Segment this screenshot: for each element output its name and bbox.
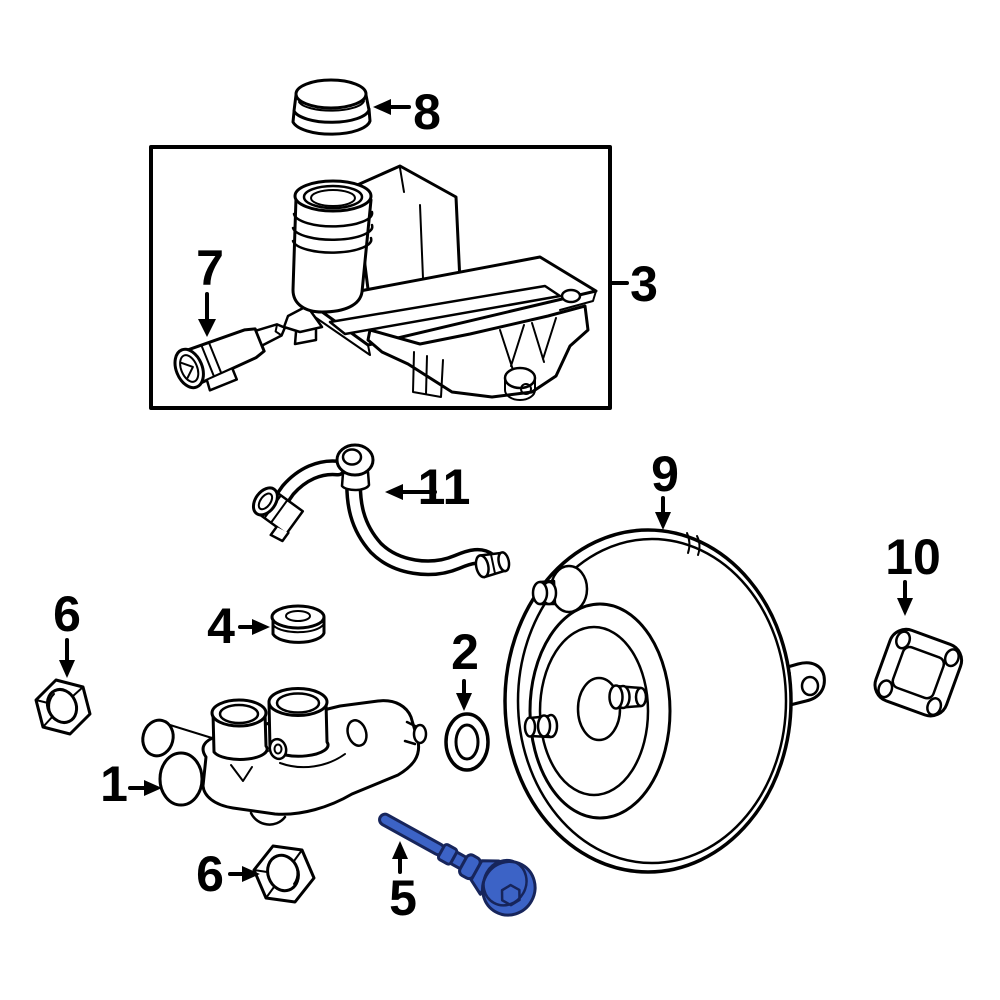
callout-7: 7 <box>196 240 224 337</box>
callout-6-lower-arrowhead <box>242 866 260 882</box>
callout-5: 5 <box>389 841 417 926</box>
callout-7-arrowhead <box>198 319 216 337</box>
callout-8: 8 <box>373 84 441 140</box>
hose-check-valve-fitting <box>474 551 511 579</box>
callout-3: 3 <box>608 256 658 312</box>
part-10-gasket-drawing <box>873 627 964 718</box>
callout-2: 2 <box>451 624 479 711</box>
callout-4-arrowhead <box>252 619 270 635</box>
part-6-nut-upper-drawing <box>34 678 92 736</box>
callout-6-upper: 6 <box>53 586 81 678</box>
bolt-shaft <box>378 812 446 857</box>
part-5-bolt-drawing-highlighted <box>378 812 537 917</box>
part-1-master-cylinder-drawing <box>141 687 428 826</box>
part-2-oring-drawing <box>444 712 490 772</box>
part-8-cap-drawing <box>291 78 372 136</box>
callout-6-lower-label: 6 <box>196 846 224 902</box>
callout-10-label: 10 <box>885 529 941 585</box>
part-9-booster-drawing <box>503 528 826 874</box>
booster-stud-middle <box>608 684 648 710</box>
callout-6-upper-label: 6 <box>53 586 81 642</box>
reservoir-filler-neck <box>291 196 373 314</box>
callout-1-label: 1 <box>100 756 128 812</box>
callout-11-arrowhead <box>385 484 403 500</box>
callout-9-arrowhead <box>655 512 671 530</box>
callout-9-label: 9 <box>651 446 679 502</box>
callout-11-label: 11 <box>418 459 471 515</box>
callout-4-label: 4 <box>207 598 235 654</box>
callout-8-label: 8 <box>413 84 441 140</box>
part-4-grommet-drawing <box>270 604 326 644</box>
callout-11: 11 <box>385 459 470 515</box>
part-3-reservoir-drawing <box>282 164 598 401</box>
callout-6-upper-arrowhead <box>59 660 75 678</box>
callout-10: 10 <box>885 529 941 616</box>
callout-1-arrowhead <box>144 780 162 796</box>
bolt-hex-socket <box>500 883 521 907</box>
master-cylinder-rear-stub <box>141 718 175 758</box>
callout-2-arrowhead <box>456 693 472 711</box>
part-6-nut-lower-drawing <box>252 844 316 904</box>
master-cylinder-port-left <box>210 698 269 761</box>
callout-5-arrowhead <box>392 841 408 859</box>
callout-3-label: 3 <box>630 256 658 312</box>
callout-1: 1 <box>100 756 162 812</box>
callout-8-arrowhead <box>373 99 391 115</box>
part-11-hose-drawing <box>251 443 511 579</box>
callout-9: 9 <box>651 446 679 530</box>
callout-6-lower: 6 <box>196 846 260 902</box>
master-cylinder-snout <box>158 751 204 807</box>
callout-4: 4 <box>207 598 270 654</box>
booster-stud-bottom <box>523 713 559 739</box>
callout-10-arrowhead <box>897 598 913 616</box>
callout-7-label: 7 <box>196 240 224 296</box>
callout-5-label: 5 <box>389 870 417 926</box>
callout-2-label: 2 <box>451 624 479 680</box>
booster-stud-top <box>531 564 589 614</box>
part-7-level-sensor-drawing <box>173 323 287 392</box>
callouts: 1 2 3 4 5 6 6 <box>53 84 941 926</box>
hose-end-connector <box>251 486 305 543</box>
